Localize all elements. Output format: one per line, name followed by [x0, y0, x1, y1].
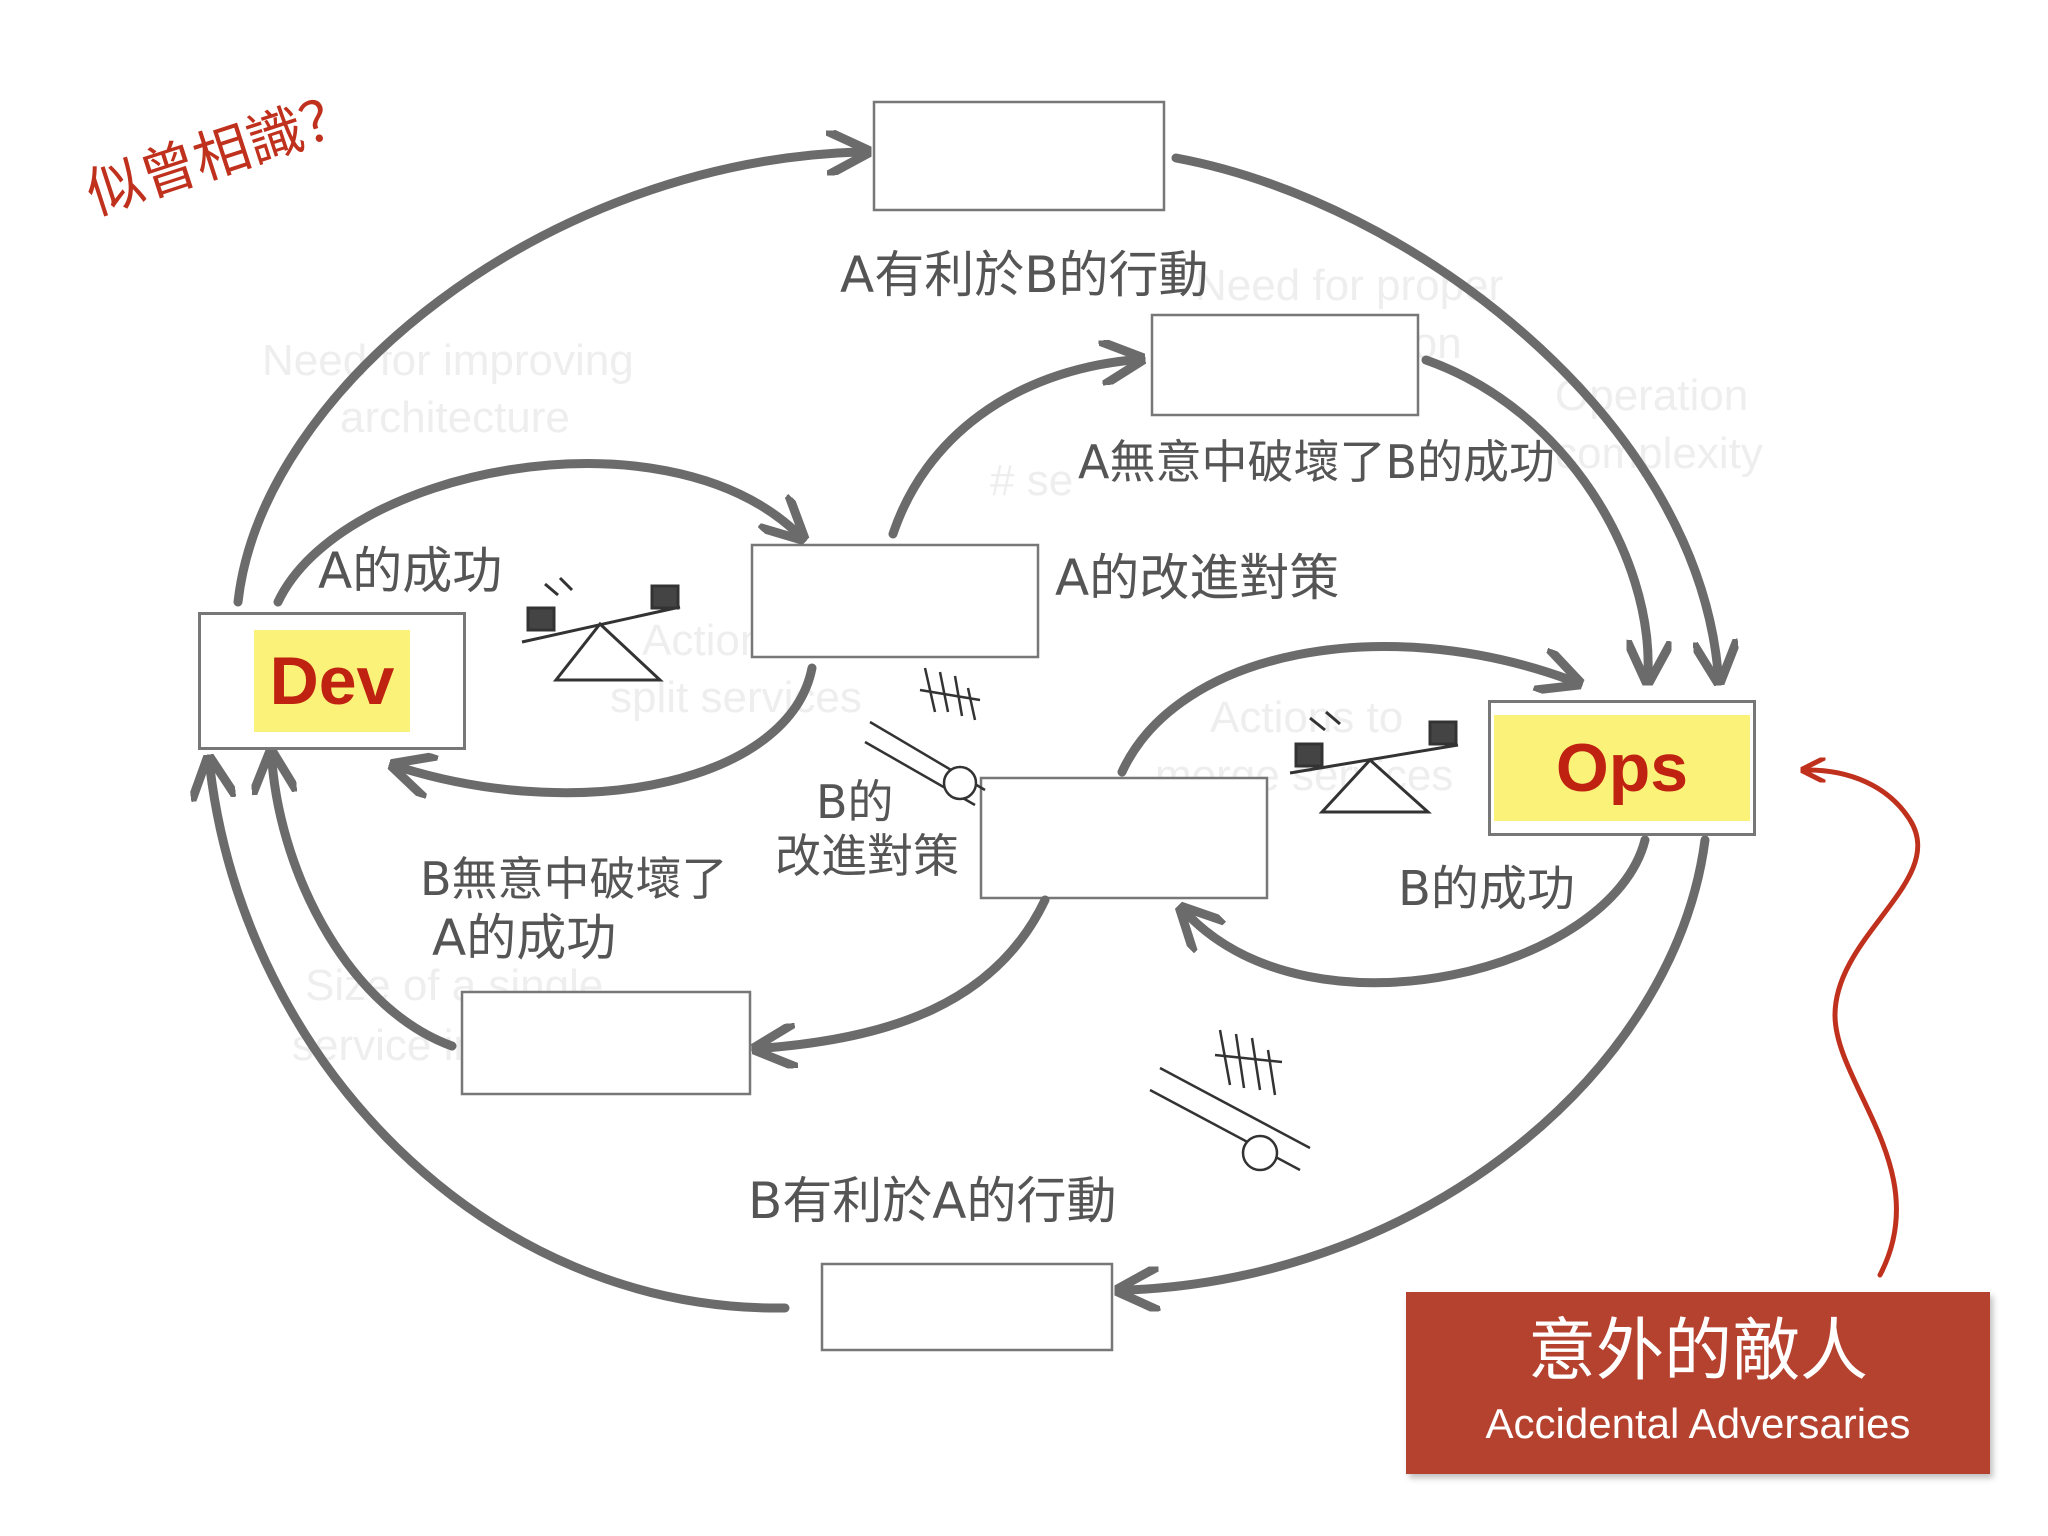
- box-a-fix: [750, 543, 1040, 659]
- box-a-helps-b: [872, 100, 1166, 212]
- label-b-success: B的成功: [1398, 861, 1575, 917]
- callout-arrow: [1808, 770, 1921, 1278]
- arrow-a-fix-to-dev: [402, 663, 817, 793]
- ghost-text: complexity: [1555, 429, 1763, 478]
- ghost-text: # se: [990, 456, 1073, 505]
- callout-title-zh: 意外的敵人: [1527, 1312, 1868, 1391]
- label-b-fix-line2: 改進對策: [775, 829, 959, 883]
- arrow-a-fix-to-a-breaks-b: [888, 360, 1132, 539]
- arrow-b-helps-a-to-dev: [210, 768, 790, 1313]
- dev-node: Dev: [198, 612, 466, 750]
- arrow-b-breaks-a-to-dev: [272, 762, 457, 1051]
- label-a-success: A的成功: [318, 542, 502, 600]
- accidental-adversaries-callout: 意外的敵人 Accidental Adversaries: [1406, 1292, 1990, 1474]
- ops-label: Ops: [1494, 715, 1750, 821]
- loop-arrows: [210, 152, 1718, 1308]
- box-a-breaks-b: [1150, 313, 1420, 417]
- arrow-a-helps-b-to-ops: [1171, 153, 1718, 672]
- seesaw-icon: [521, 576, 681, 682]
- dev-label: Dev: [254, 630, 410, 732]
- arrow-a-breaks-b-to-ops: [1421, 355, 1648, 672]
- arrow-dev-to-a-fix: [273, 459, 796, 607]
- arrow-ops-to-b-fix: [1188, 835, 1650, 988]
- rolling-ball-slope-icon: [864, 667, 986, 807]
- ghost-text: Need for improving: [262, 336, 634, 385]
- ghost-text: architecture: [340, 393, 570, 442]
- ghost-text: Need for proper: [1195, 261, 1503, 310]
- label-a-fix: A的改進對策: [1055, 549, 1339, 607]
- box-b-breaks-a: [460, 990, 752, 1096]
- empty-boxes: [460, 100, 1420, 1352]
- label-b-breaks-a-line1: B無意中破壞了: [420, 852, 728, 906]
- label-b-helps-a: B有利於A的行動: [748, 1172, 1117, 1230]
- label-b-fix-line1: B的: [816, 775, 894, 829]
- label-a-breaks-b: A無意中破壞了B的成功: [1078, 435, 1555, 489]
- seesaw-icon: [1289, 710, 1459, 814]
- callout-title-en: Accidental Adversaries: [1485, 1400, 1911, 1447]
- ghost-text: Actions to: [1210, 693, 1403, 742]
- arrow-dev-to-a-helps-b: [233, 152, 858, 607]
- arrow-b-fix-to-ops: [1117, 642, 1570, 777]
- arrow-ops-to-b-helps-a: [1128, 835, 1710, 1290]
- box-b-helps-a: [820, 1262, 1114, 1352]
- diagram-labels: A有利於B的行動 A無意中破壞了B的成功 A的成功 A的改進對策 B的 改進對策…: [318, 246, 1575, 1230]
- label-b-breaks-a-line2: A的成功: [432, 909, 616, 967]
- ops-node: Ops: [1488, 700, 1756, 836]
- rolling-ball-slope-icon: [1149, 1029, 1311, 1172]
- arrow-b-fix-to-b-breaks-a: [765, 895, 1050, 1048]
- label-a-helps-b: A有利於B的行動: [840, 246, 1209, 304]
- box-b-fix: [979, 776, 1269, 900]
